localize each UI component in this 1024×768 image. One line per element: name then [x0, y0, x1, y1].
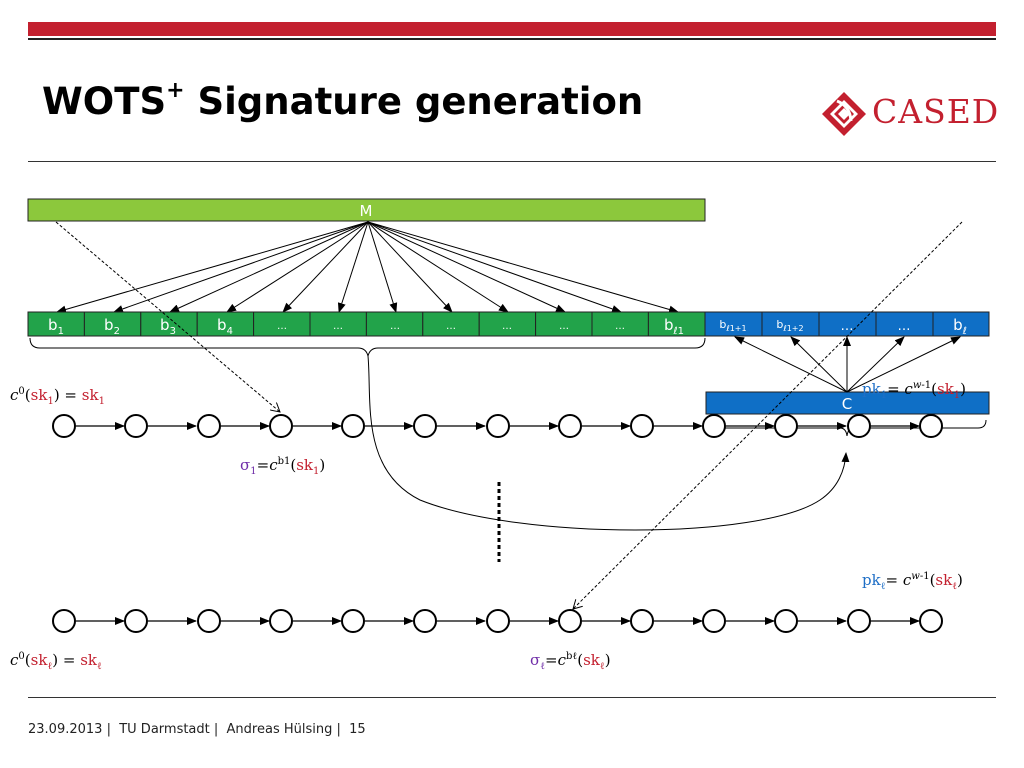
header-divider	[28, 161, 996, 162]
footer-author: Andreas Hülsing	[226, 722, 333, 737]
message-block	[83, 311, 142, 337]
message-blocks-row	[27, 311, 706, 337]
message-fanout-arrows	[56, 221, 679, 314]
chain-node	[52, 609, 76, 633]
slide-title: WOTS+ Signature generation	[42, 77, 644, 123]
chain-node	[197, 609, 221, 633]
message-block	[478, 311, 537, 337]
footer-org: TU Darmstadt	[119, 722, 210, 737]
block-label-ellipsis: …	[446, 321, 456, 332]
chain-node	[413, 414, 437, 438]
top-rule	[28, 38, 996, 40]
sigma1-label: σ1=cb1(sk1)	[240, 456, 325, 477]
chain-node	[341, 414, 365, 438]
sigmal-label: σℓ=cbℓ(skℓ)	[530, 651, 611, 672]
hash-chain-1	[52, 414, 943, 438]
chain-node	[630, 609, 654, 633]
chain-node	[413, 609, 437, 633]
cased-logo: CASED	[820, 88, 1010, 138]
block-label-ellipsis: …	[559, 321, 569, 332]
block-label-ellipsis: …	[502, 321, 512, 332]
chain-node	[702, 609, 726, 633]
b1-to-sigma1-dashed-arrow	[55, 221, 280, 412]
message-block	[140, 311, 198, 337]
message-block-labels: b1 b2 b3 b4 … … … … … … … bℓ1	[48, 316, 684, 337]
footer-divider	[28, 697, 996, 698]
message-blocks-brace	[29, 337, 706, 357]
chain-node	[558, 414, 582, 438]
checksum-blocks-row	[704, 311, 990, 337]
chain-node	[558, 609, 582, 633]
slide-footer: 23.09.2013 | TU Darmstadt | Andreas Hüls…	[28, 722, 366, 737]
checksum-blocks-brace	[707, 419, 987, 437]
hash-chain-l	[52, 609, 943, 633]
chain-node	[269, 609, 293, 633]
chain-node	[197, 414, 221, 438]
chain-node	[919, 414, 943, 438]
message-block	[647, 311, 706, 337]
message-block	[309, 311, 367, 337]
chain-node	[269, 414, 293, 438]
top-accent-bar	[28, 22, 996, 36]
chain-node	[52, 414, 76, 438]
block-label-ellipsis: …	[615, 321, 625, 332]
pkl-label: pkℓ= cw-1(skℓ)	[862, 571, 963, 592]
checksum-block	[932, 311, 990, 337]
checksum-block	[761, 311, 820, 337]
chain-node	[774, 414, 798, 438]
brace-to-checksum-arrow	[367, 355, 850, 531]
message-block	[591, 311, 649, 337]
block-label-ellipsis: …	[841, 319, 854, 334]
chain-node	[124, 609, 148, 633]
chain-node	[919, 609, 943, 633]
chainl-start-label: c0(skℓ) = skℓ	[10, 651, 102, 672]
message-bar	[27, 198, 706, 222]
message-block	[253, 311, 311, 337]
chain-node	[486, 609, 510, 633]
block-label-ellipsis: …	[277, 321, 287, 332]
chain-node	[341, 609, 365, 633]
chain-node	[630, 414, 654, 438]
chain-node	[847, 414, 871, 438]
checksum-block	[704, 311, 763, 337]
bl-to-sigmal-dashed-arrow	[573, 221, 963, 609]
logo-text: CASED	[872, 92, 1000, 131]
checksum-box-label: C	[842, 395, 852, 413]
block-label-ellipsis: …	[390, 321, 400, 332]
chain-node	[702, 414, 726, 438]
message-block	[196, 311, 255, 337]
message-block	[27, 311, 85, 337]
footer-date: 23.09.2013	[28, 722, 103, 737]
checksum-block	[818, 311, 877, 337]
chain-node	[124, 414, 148, 438]
pk1-label: pk1= cw-1(sk1)	[862, 380, 966, 401]
footer-page-number: 15	[349, 722, 366, 737]
message-block	[535, 311, 593, 337]
chain-node	[486, 414, 510, 438]
chain-node	[847, 609, 871, 633]
message-block	[365, 311, 424, 337]
block-label-ellipsis: …	[333, 321, 343, 332]
chain-node	[774, 609, 798, 633]
chain1-start-label: c0(sk1) = sk1	[10, 386, 105, 407]
block-label-ellipsis: …	[898, 319, 911, 334]
cased-diamond-icon	[822, 92, 866, 136]
message-label: M	[360, 202, 373, 220]
